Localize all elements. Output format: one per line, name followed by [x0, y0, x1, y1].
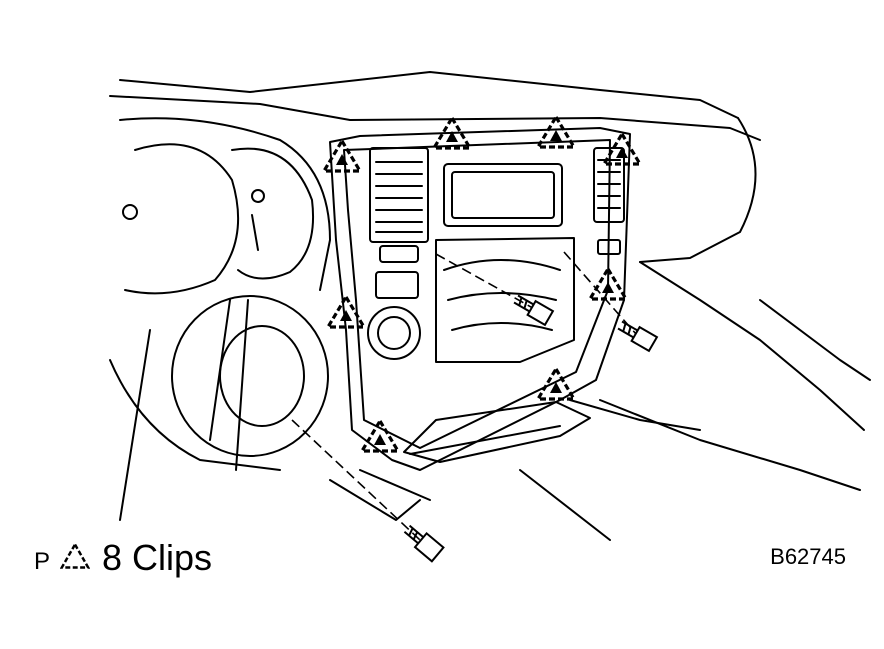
- control-knob-outer: [367, 306, 421, 360]
- left-air-vent: [369, 147, 429, 243]
- screw-center: [513, 294, 555, 327]
- center-bezel-inner: [343, 139, 611, 449]
- floor-line-center: [519, 469, 611, 541]
- control-knob-inner: [377, 316, 411, 350]
- dash-top-edge: [109, 95, 761, 141]
- audio-display-inner: [451, 171, 555, 219]
- right-switch: [597, 239, 621, 255]
- hazard-switch: [379, 245, 419, 263]
- gauge-hub-right: [251, 189, 265, 203]
- figure-id: B62745: [770, 544, 846, 569]
- gauge-hub-left: [122, 204, 138, 220]
- column-cover: [109, 359, 281, 471]
- lower-bracket: [329, 469, 431, 521]
- audio-display: [443, 163, 563, 227]
- screw-lower: [403, 524, 445, 563]
- tachometer-ring: [231, 147, 315, 280]
- steering-column-hub: [171, 295, 329, 457]
- clips-legend: P 8 Clips: [34, 528, 212, 576]
- gauge-needle: [251, 214, 259, 251]
- right-air-vent: [593, 147, 625, 223]
- lower-tray: [403, 401, 591, 463]
- column-shaft: [119, 299, 249, 521]
- clip-marker-group: [322, 115, 642, 453]
- windshield-outline: [119, 71, 739, 119]
- glove-area-line: [569, 399, 701, 431]
- lower-right-panel: [639, 261, 865, 431]
- legend-prefix: P: [34, 548, 51, 575]
- screw-line-right: [563, 251, 637, 335]
- audio-opening: [435, 237, 575, 363]
- dashed-triangle-icon: [60, 542, 91, 569]
- screw-line-center: [435, 253, 541, 313]
- right-vent-louvers: [597, 159, 621, 209]
- legend-label: 8 Clips: [102, 537, 213, 578]
- audio-bracket: [443, 259, 561, 331]
- dash-right-edge: [639, 117, 757, 263]
- cluster-hood: [119, 117, 331, 291]
- left-vent-louvers: [375, 161, 423, 233]
- clip-marker-8: [360, 419, 400, 453]
- switch-blank: [375, 271, 419, 299]
- steering-column-inner: [219, 325, 305, 427]
- floor-line-right: [599, 399, 861, 491]
- speedometer-ring: [124, 143, 240, 295]
- right-door-line: [759, 299, 871, 381]
- screw-right: [617, 320, 659, 353]
- lower-tray-lip: [409, 425, 561, 455]
